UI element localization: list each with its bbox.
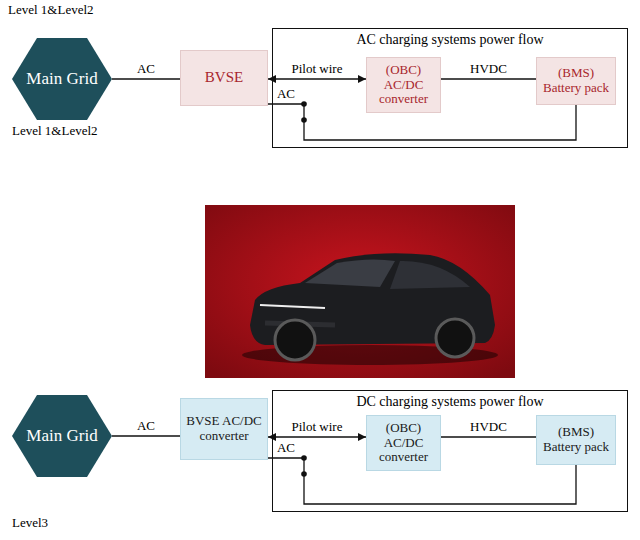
car-wheel — [436, 319, 474, 357]
node-text: (OBC) AC/DC converter — [372, 63, 435, 108]
frame-title: DC charging systems power flow — [356, 394, 543, 410]
power-line — [268, 436, 366, 437]
node-text: Main Grid — [26, 69, 97, 89]
converter-box: (OBC) AC/DC converter — [366, 415, 441, 471]
system-frame: DC charging systems power flow (OBC) AC/D… — [272, 390, 628, 512]
node-text: (BMS) Battery pack — [542, 425, 610, 455]
level-label: Level 1&Level2 — [8, 3, 94, 18]
line-label: AC — [277, 87, 295, 102]
grid-hexagon: Main Grid — [12, 38, 112, 120]
power-line — [441, 436, 536, 437]
power-line — [112, 435, 180, 436]
charger-box: BVSE AC/DC converter — [180, 398, 268, 460]
battery-box: (BMS) Battery pack — [536, 57, 616, 105]
node-text: (OBC) AC/DC converter — [372, 421, 435, 466]
photo-background — [205, 205, 515, 378]
charger-box: BVSE — [180, 50, 268, 106]
level-label: Level 1&Level2 — [12, 124, 98, 139]
battery-box: (BMS) Battery pack — [536, 415, 616, 465]
line-label: HVDC — [470, 62, 507, 77]
car-wheel — [275, 320, 315, 360]
power-line — [268, 78, 366, 79]
power-line — [441, 78, 536, 79]
car-window — [390, 261, 470, 289]
node-text: (BMS) Battery pack — [542, 66, 610, 96]
line-label: HVDC — [470, 420, 507, 435]
line-label: AC — [277, 441, 295, 456]
power-line — [112, 78, 180, 79]
line-label: AC — [137, 419, 155, 434]
line-label: Pilot wire — [292, 62, 343, 77]
node-text: BVSE — [205, 69, 243, 86]
line-label: AC — [137, 62, 155, 77]
level-label: Level3 — [12, 516, 48, 531]
car-photo — [205, 205, 515, 378]
system-frame: AC charging systems power flow (OBC) AC/D… — [272, 28, 628, 148]
car-windshield — [305, 259, 395, 287]
converter-box: (OBC) AC/DC converter — [366, 57, 441, 113]
node-text: Main Grid — [26, 426, 97, 446]
grid-hexagon: Main Grid — [12, 395, 112, 477]
frame-title: AC charging systems power flow — [356, 32, 543, 48]
node-text: BVSE AC/DC converter — [186, 414, 262, 444]
line-label: Pilot wire — [292, 420, 343, 435]
car-headlight — [260, 305, 325, 308]
